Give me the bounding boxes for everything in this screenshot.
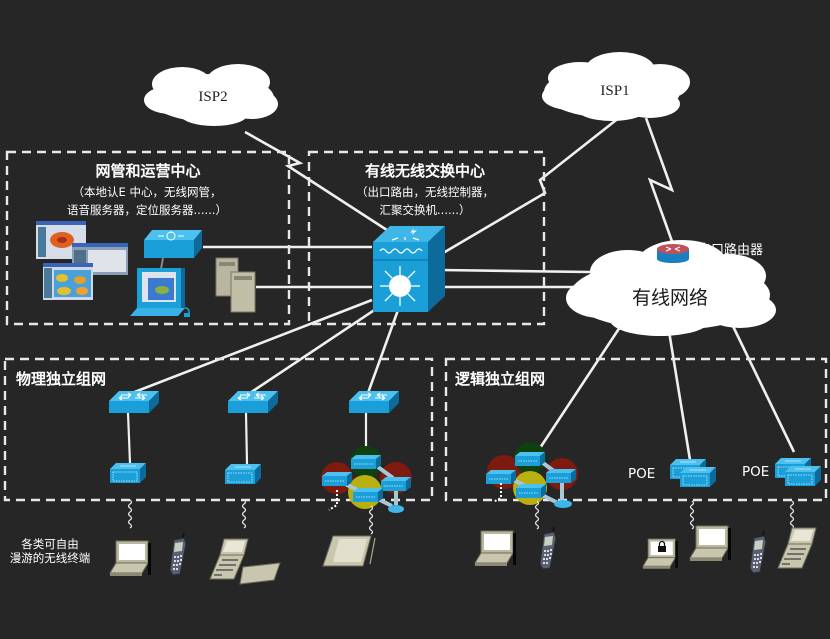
phone-icon: [169, 532, 187, 576]
connection-lines: [126, 115, 796, 465]
poe-label-1: POE: [628, 466, 655, 482]
terminals-caption-1: 各类可自由: [21, 537, 79, 551]
link-switch1-ap1: [126, 412, 132, 464]
isp1-label: ISP1: [600, 83, 629, 99]
wired-network-label: 有线网络: [632, 287, 708, 309]
link-isp1-core: [437, 115, 621, 258]
physical-switch-3: [348, 390, 400, 414]
cloud-icon: [144, 64, 278, 126]
workgroup-switch-icon: [227, 390, 279, 414]
zone-physical-title: 物理独立组网: [16, 370, 106, 388]
terminals-caption-2: 漫游的无线终端: [10, 551, 91, 565]
poe-ap-pair-2: [775, 458, 821, 486]
physical-mesh-cluster: [321, 446, 412, 513]
laptop-icon: [109, 540, 152, 577]
router-icon: [657, 244, 689, 263]
wireless-link-mesh2: [534, 500, 540, 530]
zone-core-title: 有线无线交换中心: [365, 162, 485, 180]
phone-icon: [749, 530, 767, 574]
physical-ap-1: [109, 462, 147, 484]
isp2-cloud: ISP2: [144, 64, 278, 126]
link-core-switch-3: [366, 309, 400, 394]
isp1-cloud: ISP1: [542, 52, 690, 121]
management-screens: [36, 221, 128, 300]
zone-logical-title: 逻辑独立组网: [455, 370, 545, 388]
poe-label-2: POE: [742, 464, 769, 480]
link-isp2-core: [244, 130, 391, 234]
workgroup-switch-icon: [108, 390, 160, 414]
servers: [215, 257, 256, 313]
link-wired-poe-2: [728, 319, 796, 453]
wireless-link-poe1: [689, 500, 695, 530]
zone-nms-box: [5, 150, 291, 326]
multilayer-switch-icon: [144, 230, 202, 258]
access-point-icon: [775, 458, 821, 486]
access-point-icon: [224, 463, 262, 485]
server-icon: [230, 271, 256, 313]
poe-ap-pair-1: [670, 459, 716, 487]
secured-laptop: [642, 538, 679, 570]
zone-physical-box: [3, 357, 434, 502]
workstation-icon: [130, 268, 190, 317]
physical-switch-1: [108, 390, 160, 414]
zone-core-desc-2: 汇聚交换机......）: [380, 203, 471, 217]
physical-switch-2: [227, 390, 279, 414]
phone-icon: [539, 526, 557, 570]
mesh-ap-cluster-icon: [321, 446, 412, 513]
egress-router: 出口路由器: [657, 242, 763, 263]
mesh-ap-cluster-icon: [485, 442, 578, 508]
wireless-link-ap2: [241, 499, 247, 529]
physical-ap-2: [224, 463, 262, 485]
pda-icon: [777, 527, 817, 569]
cloud-icon: [542, 52, 690, 121]
isp2-label: ISP2: [198, 89, 227, 105]
zone-logical-box: [444, 357, 828, 502]
workgroup-switch-icon: [348, 390, 400, 414]
logical-mesh-cluster: [485, 442, 578, 508]
nms-workstation: [130, 268, 190, 317]
zone-nms-desc-2: 语音服务器，定位服务器......）: [67, 203, 227, 217]
laptop-icon: [474, 530, 517, 567]
laptop-icon: [642, 538, 679, 570]
zone-core-box: [307, 150, 546, 326]
link-switch2-ap2: [244, 412, 249, 465]
link-core-wired-1: [439, 268, 591, 274]
terminals: [109, 525, 817, 585]
access-point-icon: [670, 459, 716, 487]
access-point-icon: [109, 462, 147, 484]
screenshot-window-icon: [43, 263, 93, 300]
nms-switch: [144, 230, 202, 258]
link-isp1-router: [644, 117, 676, 248]
link-wired-mesh: [538, 317, 628, 449]
zone-nms-desc-1: （本地认E 中心，无线网管，: [73, 185, 222, 199]
router-label: 出口路由器: [698, 242, 763, 258]
core-switch: [373, 226, 445, 312]
wireless-links: [127, 499, 795, 535]
wireless-link-ap1: [127, 499, 133, 529]
zone-nms-title: 网管和运营中心: [95, 162, 200, 180]
link-core-switch-2: [249, 303, 383, 395]
link-core-switch-1: [131, 298, 373, 395]
tablet-icon: [239, 562, 281, 585]
laptop-icon: [689, 525, 732, 562]
multilayer-switch-icon: [373, 226, 445, 312]
wireless-link-mesh1: [368, 505, 374, 535]
wireless-link-poe2: [789, 500, 795, 530]
tablet-icon: [322, 535, 376, 567]
zone-core-desc-1: （出口路由，无线控制器，: [356, 185, 494, 199]
lock-icon: [658, 540, 666, 552]
link-wired-poe-1: [666, 324, 692, 461]
